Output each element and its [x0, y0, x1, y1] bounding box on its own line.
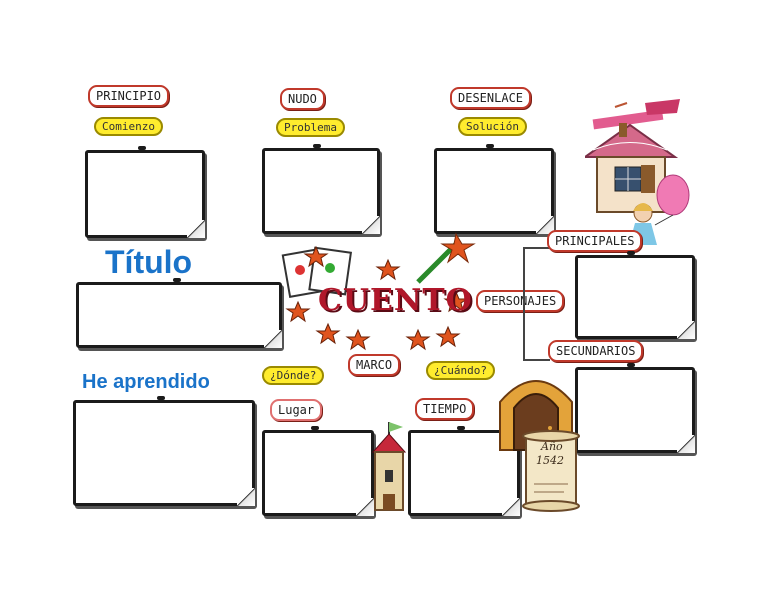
- secundarios-label: SECUNDARIOS: [548, 340, 644, 362]
- cuando-tag: ¿Cuándo?: [426, 361, 495, 380]
- pin-icon: [138, 146, 146, 150]
- nudo-box[interactable]: [262, 148, 380, 234]
- desenlace-label: DESENLACE: [450, 87, 532, 109]
- center-burst-illustration: [281, 232, 476, 351]
- solucion-tag: Solución: [458, 117, 527, 136]
- pin-icon: [311, 426, 319, 430]
- pin-icon: [627, 363, 635, 367]
- pin-icon: [313, 144, 321, 148]
- tiempo-label: TIEMPO: [415, 398, 475, 420]
- he-aprendido-box[interactable]: [73, 400, 255, 506]
- principio-box[interactable]: [85, 150, 205, 238]
- scroll-illustration: [522, 430, 580, 512]
- personajes-label: PERSONAJES: [476, 290, 565, 312]
- principales-label: PRINCIPALES: [547, 230, 643, 252]
- pin-icon: [457, 426, 465, 430]
- desenlace-box[interactable]: [434, 148, 554, 234]
- principales-box[interactable]: [575, 255, 695, 339]
- scroll-year-number: 1542: [536, 454, 564, 467]
- principio-label: PRINCIPIO: [88, 85, 170, 107]
- nudo-label: NUDO: [280, 88, 325, 110]
- problema-tag: Problema: [276, 118, 345, 137]
- secundarios-box[interactable]: [575, 367, 695, 453]
- comienzo-tag: Comienzo: [94, 117, 163, 136]
- pin-icon: [486, 144, 494, 148]
- titulo-box[interactable]: [76, 282, 282, 348]
- marco-label: MARCO: [348, 354, 401, 376]
- he-aprendido-heading: He aprendido: [82, 371, 210, 393]
- cuento-title: CUENTO: [318, 283, 473, 318]
- pin-icon: [173, 278, 181, 282]
- castle-illustration: [371, 422, 407, 511]
- personajes-connector: [523, 247, 550, 361]
- donde-tag: ¿Dónde?: [262, 366, 325, 385]
- lugar-label: Lugar: [270, 399, 323, 421]
- pin-icon: [157, 396, 165, 400]
- scroll-year-word: Año: [541, 440, 563, 453]
- titulo-heading: Título: [105, 244, 193, 280]
- house-girl-illustration: [585, 99, 690, 245]
- pin-icon: [627, 251, 635, 255]
- lugar-box[interactable]: [262, 430, 374, 516]
